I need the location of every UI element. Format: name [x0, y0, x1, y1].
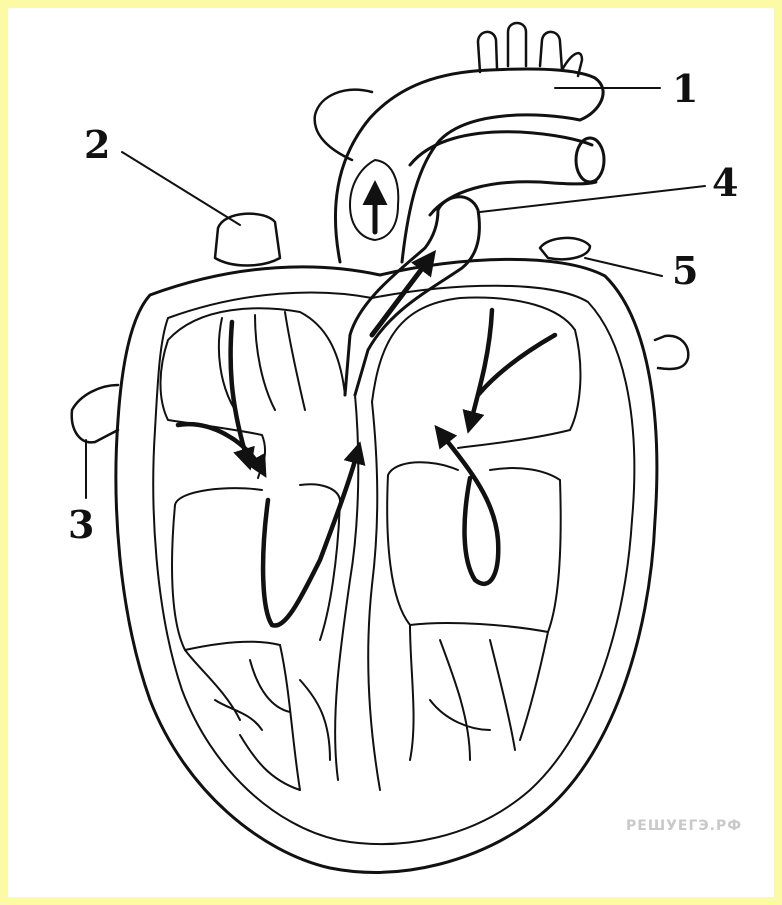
vessel-right [655, 336, 688, 369]
watermark: РЕШУЕГЭ.РФ [626, 818, 742, 834]
left-atrium [372, 298, 580, 448]
vessel-3 [72, 385, 118, 442]
label-4: 4 [712, 164, 738, 202]
leader-line-2 [122, 152, 240, 225]
flow-arrow-left-ventricle [440, 432, 498, 584]
trabeculae [185, 625, 548, 790]
label-3: 3 [68, 506, 94, 544]
label-2: 2 [84, 126, 110, 164]
label-5: 5 [672, 252, 698, 290]
label-1: 1 [672, 70, 698, 108]
heart-outline [116, 259, 657, 872]
vessel-5 [540, 238, 590, 259]
flow-arrow-left-atrium [470, 310, 492, 425]
heart-inner-wall [153, 286, 634, 844]
left-ventricle [387, 462, 560, 632]
vessel-2 [215, 214, 280, 266]
leader-line-4 [480, 186, 705, 212]
right-atrium [161, 308, 346, 478]
flow-arrow-right-ventricle [263, 450, 358, 626]
